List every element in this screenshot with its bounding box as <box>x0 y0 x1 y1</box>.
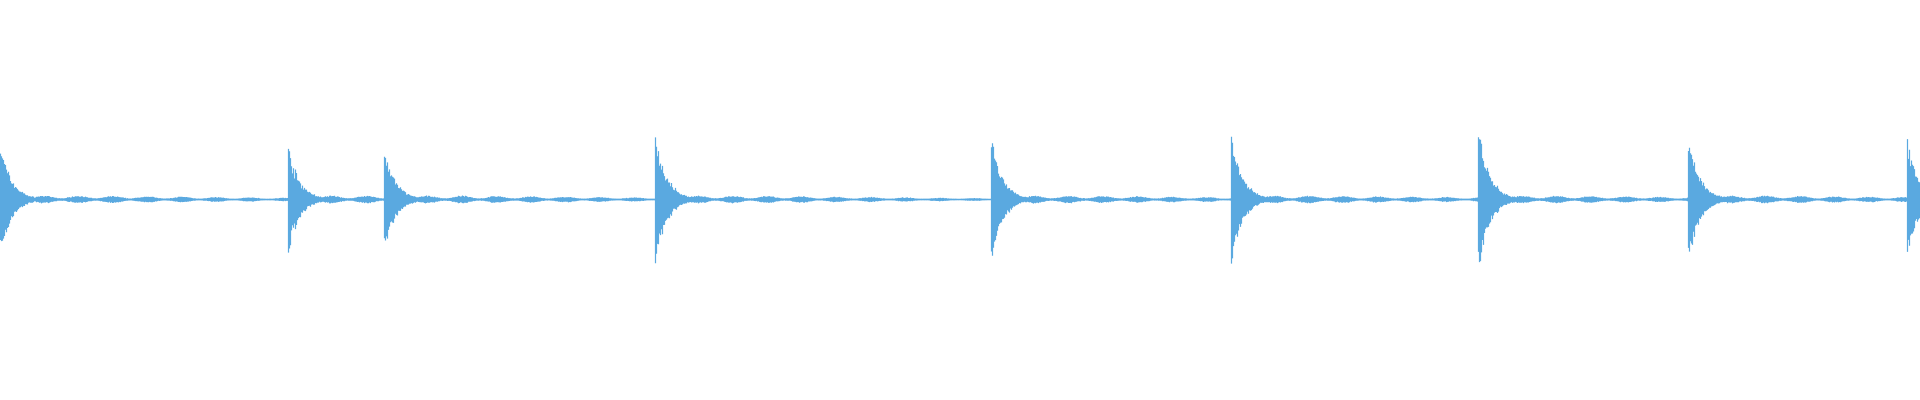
waveform-samples <box>0 136 1920 264</box>
waveform-path <box>0 136 1920 264</box>
